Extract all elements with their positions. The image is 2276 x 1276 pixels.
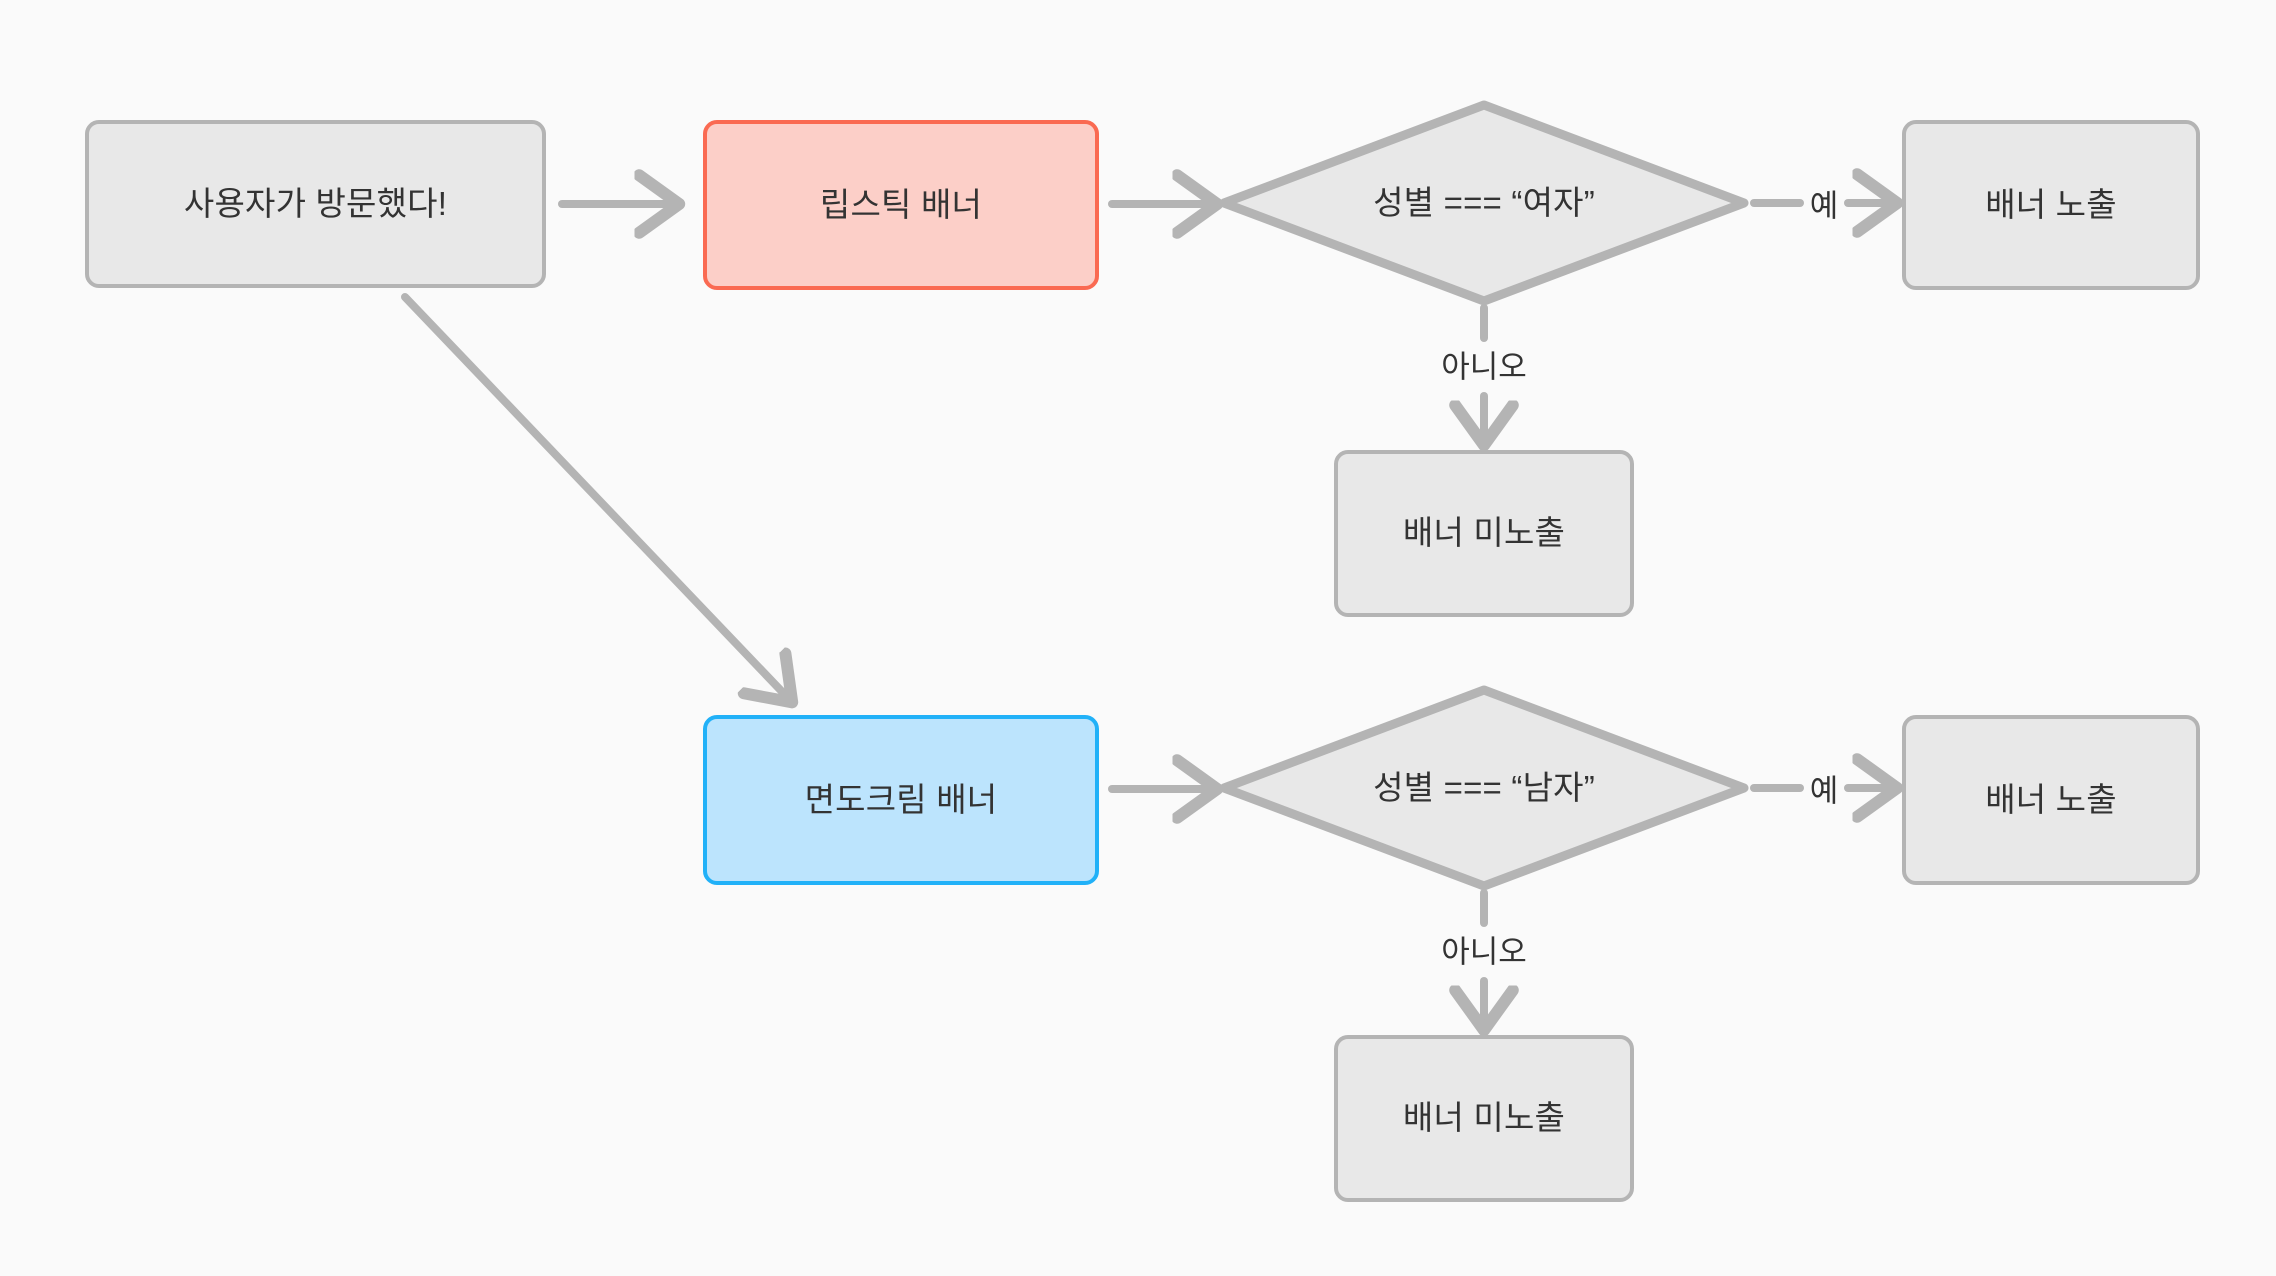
node-decision-gender-male[interactable]: 성별 === “남자” [1224,690,1744,886]
node-show-banner-male[interactable]: 배너 노출 [1902,715,2200,885]
node-decision-gender-female-label: 성별 === “여자” [1373,183,1595,221]
edge-visit-to-shaving [401,293,790,700]
node-show-banner-female-label: 배너 노출 [1985,185,2117,223]
node-hide-banner-male[interactable]: 배너 미노출 [1334,1035,1634,1202]
node-lipstick-banner[interactable]: 립스틱 배너 [703,120,1099,290]
edge-label-male-yes: 예 [1809,773,1839,809]
edge-label-male-no: 아니오 [1441,934,1527,970]
node-decision-gender-male-label: 성별 === “남자” [1373,768,1595,806]
node-show-banner-male-label: 배너 노출 [1985,780,2117,818]
node-user-visited-label: 사용자가 방문했다! [183,184,448,222]
node-decision-gender-female[interactable]: 성별 === “여자” [1224,105,1744,301]
node-lipstick-banner-label: 립스틱 배너 [819,185,983,223]
node-user-visited[interactable]: 사용자가 방문했다! [85,120,546,288]
node-show-banner-female[interactable]: 배너 노출 [1902,120,2200,290]
edge-label-female-yes: 예 [1809,188,1839,224]
node-shaving-cream-banner[interactable]: 면도크림 배너 [703,715,1099,885]
node-hide-banner-male-label: 배너 미노출 [1402,1099,1566,1137]
node-hide-banner-female-label: 배너 미노출 [1402,514,1566,552]
node-shaving-cream-banner-label: 면도크림 배너 [804,780,998,818]
edge-label-female-no: 아니오 [1441,349,1527,385]
node-hide-banner-female[interactable]: 배너 미노출 [1334,450,1634,617]
